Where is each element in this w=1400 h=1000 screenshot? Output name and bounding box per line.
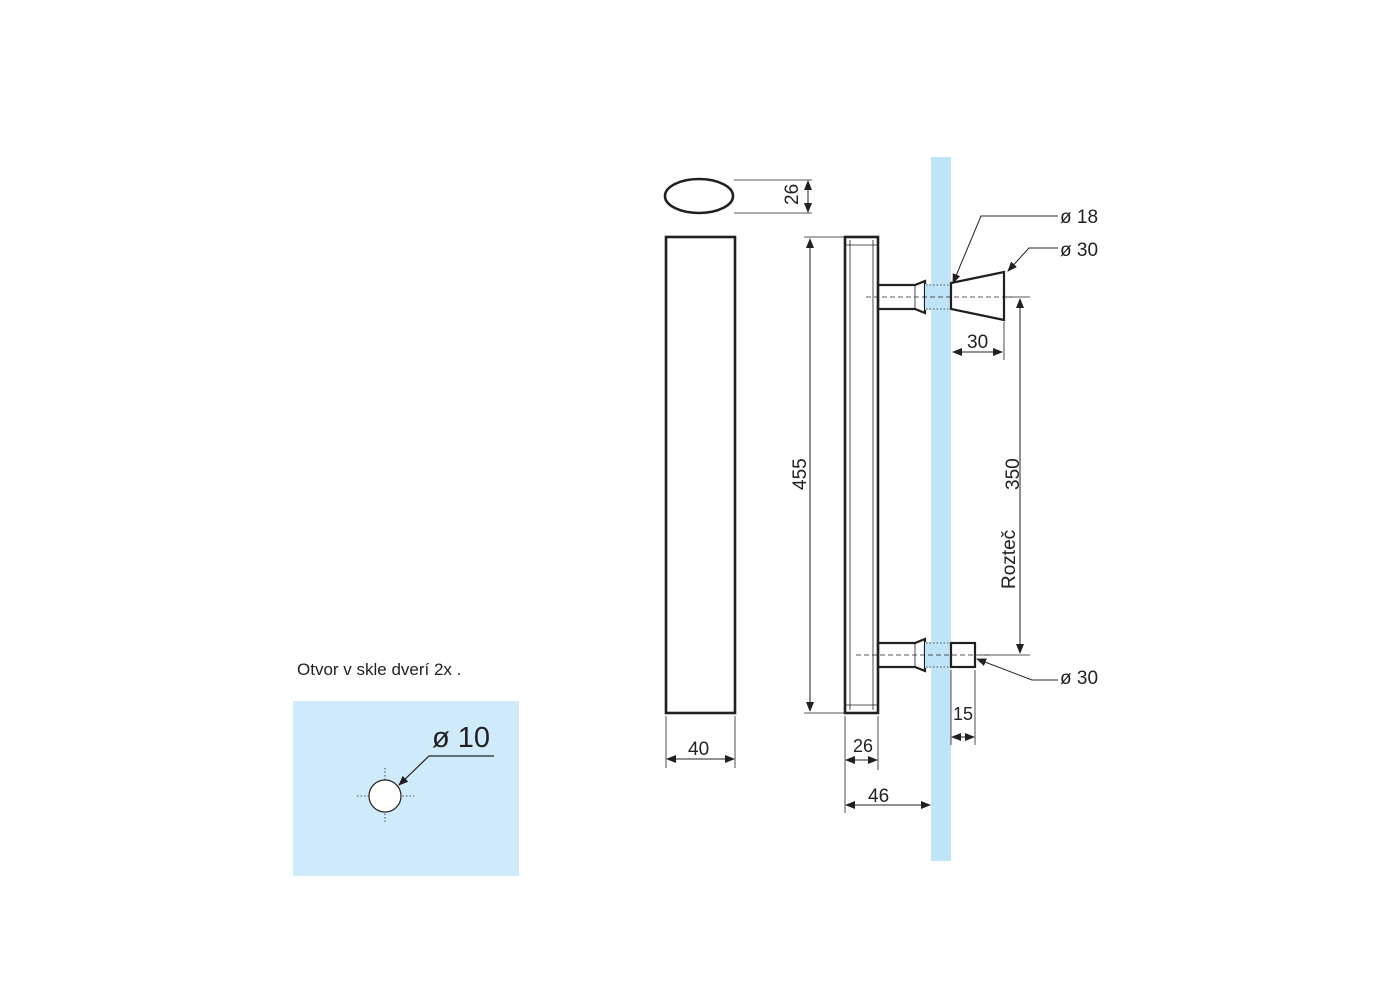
top-standoff <box>866 270 1012 322</box>
depth-bottom-label: 15 <box>953 704 973 724</box>
handle-bar-front <box>664 235 737 715</box>
total-offset-label: 46 <box>868 786 889 807</box>
width-label: 40 <box>688 739 709 760</box>
glass-sample-panel <box>293 701 519 876</box>
dia-30-bottom-label: ø 30 <box>1060 668 1098 689</box>
side-view: 455 ø 18 <box>790 207 1098 813</box>
hole-detail: ø 10 Otvor v skle dverí 2x . <box>293 660 519 876</box>
pitch-word-label: Rozteč <box>999 530 1020 589</box>
front-view: 26 40 <box>663 177 812 768</box>
pitch-label: 350 <box>1003 458 1024 490</box>
bottom-standoff <box>856 637 990 673</box>
section-thickness-label: 26 <box>782 184 803 205</box>
oval-section <box>663 177 735 215</box>
hole-circle <box>368 779 402 813</box>
dia-30-top-label: ø 30 <box>1060 240 1098 261</box>
bar-thickness-label: 26 <box>853 736 873 756</box>
hole-note: Otvor v skle dverí 2x . <box>297 660 461 679</box>
dia-18-label: ø 18 <box>1060 207 1098 228</box>
hole-diameter-label: ø 10 <box>432 722 490 754</box>
glass-door-strip <box>931 157 951 861</box>
length-label: 455 <box>790 458 811 490</box>
depth-top-label: 30 <box>967 332 988 353</box>
handle-bar-side <box>843 235 880 715</box>
